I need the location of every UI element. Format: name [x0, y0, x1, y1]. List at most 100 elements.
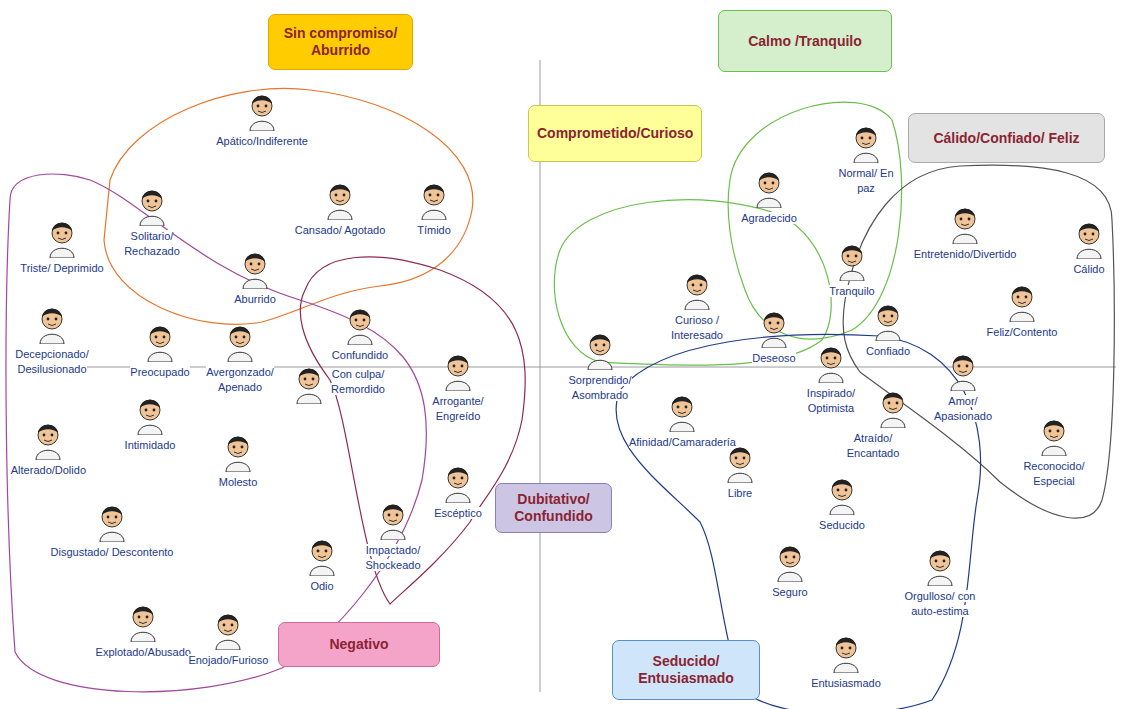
emotion-label: Seguro — [772, 586, 807, 598]
emotion-label-slot: Entusiasmado — [806, 675, 886, 690]
emotion-label: Curioso / Interesado — [671, 314, 723, 341]
group-heading: Negativo — [278, 622, 440, 667]
emotion-label-slot: Preocupado — [125, 364, 195, 379]
heading-text-group: Cálido/Confiado/ Feliz — [933, 130, 1079, 147]
emotion-label-slot: Arrogante/ Engreído — [423, 393, 493, 423]
group-heading: Cálido/Confiado/ Feliz — [908, 113, 1105, 163]
emotion-label-slot: Seguro — [765, 584, 815, 599]
emotion-label: Molesto — [219, 476, 258, 488]
emotion-label-slot: Afinidad/Camaradería — [628, 434, 736, 449]
emotion-label: Explotado/Abusado — [96, 646, 191, 658]
emotion-label: Odio — [310, 580, 333, 592]
heading-text-group: Dubitativo/ Confundido — [504, 491, 603, 525]
emotion-label-slot: Escéptico — [428, 505, 488, 520]
emotion-label: Agradecido — [741, 212, 797, 224]
emotion-label-slot: Confiado — [858, 343, 918, 358]
emotion-label-slot: Feliz/Contento — [987, 324, 1058, 339]
group-heading: Comprometido/Curioso — [528, 105, 702, 162]
emotion-label-slot: Reconocido/ Especial — [1019, 458, 1089, 488]
emotion-label-slot: Molesto — [208, 474, 268, 489]
emotion-label-slot: Solitario/ Rechazado — [117, 228, 187, 258]
emotion-label: Preocupado — [130, 366, 189, 378]
emotion-label: Alterado/Dolido — [11, 464, 86, 476]
emotion-label: Entusiasmado — [811, 677, 881, 689]
heading-text-group: Comprometido/Curioso — [537, 125, 693, 142]
emotion-label: Libre — [728, 487, 752, 499]
group-heading-text: Sin compromiso/ Aburrido — [277, 25, 404, 59]
emotion-label-slot: Tímido — [409, 222, 459, 237]
emotion-label-slot: Explotado/Abusado — [95, 644, 191, 659]
group-heading: Dubitativo/ Confundido — [495, 483, 612, 533]
emotion-label: Sorprendido/ Asombrado — [569, 374, 632, 401]
heading-text-group: Seducido/ Entusiasmado — [621, 653, 751, 687]
heading-text-group: Negativo — [329, 636, 388, 653]
emotion-label-slot: Seducido — [812, 517, 872, 532]
group-outline — [843, 165, 1114, 518]
emotion-label: Deseoso — [752, 352, 795, 364]
emotion-label-slot: Sorprendido/ Asombrado — [555, 372, 645, 402]
emotion-label-slot: Confundido — [325, 347, 395, 362]
emotion-label-slot: Entretenido/Divertido — [914, 246, 1017, 261]
emotion-label-slot: Odio — [302, 578, 342, 593]
emotion-label-slot: Disgustado/ Descontento — [47, 544, 177, 559]
emotion-label-slot: Inspirado/ Optimista — [796, 385, 866, 415]
emotion-label-slot: Tranquilo — [822, 283, 882, 298]
emotion-label: Seducido — [819, 519, 865, 531]
emotion-label: Reconocido/ Especial — [1023, 460, 1084, 487]
emotion-label: Atraído/ Encantado — [847, 432, 900, 459]
emotion-label: Con culpa/ Remordido — [331, 368, 385, 395]
emotion-label-slot: Agradecido — [734, 210, 804, 225]
emotion-label: Impactado/ Shockeado — [365, 544, 420, 571]
emotion-label: Decepcionado/ Desilusionado — [15, 348, 88, 375]
emotion-label-slot: Apático/Indiferente — [216, 133, 308, 148]
emotion-label: Solitario/ Rechazado — [124, 230, 180, 257]
emotion-label: Afinidad/Camaradería — [629, 436, 736, 448]
emotion-label: Aburrido — [234, 293, 276, 305]
group-outline — [728, 102, 902, 339]
emotion-label-slot: Normal/ En paz — [838, 165, 894, 195]
emotion-label: Disgustado/ Descontento — [51, 546, 174, 558]
group-outline — [6, 174, 426, 692]
emotion-label: Entretenido/Divertido — [914, 248, 1017, 260]
emotion-label-slot: Libre — [720, 485, 760, 500]
emotion-label-slot: Decepcionado/ Desilusionado — [7, 346, 97, 376]
emotion-label-slot: Con culpa/ Remordido — [330, 366, 386, 396]
emotion-label-slot: Amor/ Apasionado — [928, 393, 998, 423]
emotion-label: Triste/ Deprimido — [20, 262, 103, 274]
emotion-label: Inspirado/ Optimista — [807, 387, 855, 414]
emotion-label-slot: Deseoso — [746, 350, 802, 365]
emotion-label-slot: Aburrido — [225, 291, 285, 306]
group-heading-text: Seducido/ Entusiasmado — [621, 653, 751, 687]
group-heading: Sin compromiso/ Aburrido — [268, 14, 413, 70]
emotion-label-slot: Impactado/ Shockeado — [358, 542, 428, 572]
group-heading-text: Cálido/Confiado/ Feliz — [933, 130, 1079, 147]
emotion-label: Feliz/Contento — [987, 326, 1058, 338]
emotion-label: Amor/ Apasionado — [934, 395, 992, 422]
emotion-label: Confundido — [332, 349, 388, 361]
emotion-label-slot: Atraído/ Encantado — [838, 430, 908, 460]
emotion-label: Cansado/ Agotado — [295, 224, 386, 236]
emotion-label-slot: Triste/ Deprimido — [12, 260, 112, 275]
emotion-label: Avergonzado/ Apenado — [206, 366, 274, 393]
group-heading: Seducido/ Entusiasmado — [612, 640, 760, 700]
emotion-label-slot: Avergonzado/ Apenado — [190, 364, 290, 394]
emotion-label: Tímido — [417, 224, 451, 236]
emotion-label-slot: Alterado/Dolido — [10, 462, 86, 477]
group-heading: Calmo /Tranquilo — [718, 10, 892, 72]
emotion-label: Enojado/Furioso — [188, 654, 268, 666]
emotion-label: Apático/Indiferente — [216, 135, 308, 147]
cartoon-figures — [36, 96, 1101, 673]
emotion-label-slot: Intimidado — [115, 437, 185, 452]
emotion-label-slot: Cálido — [1064, 261, 1114, 276]
emotion-label: Tranquilo — [829, 285, 874, 297]
emotion-label: Arrogante/ Engreído — [432, 395, 483, 422]
group-heading-text: Comprometido/Curioso — [537, 125, 693, 142]
emotion-label: Confiado — [866, 345, 910, 357]
emotion-label: Orgulloso/ con auto-estima — [905, 590, 976, 617]
emotion-label-slot: Curioso / Interesado — [662, 312, 732, 342]
group-heading-text: Calmo /Tranquilo — [748, 33, 862, 50]
emotion-label-slot: Enojado/Furioso — [188, 652, 269, 667]
emotion-label: Intimidado — [125, 439, 176, 451]
heading-text-group: Sin compromiso/ Aburrido — [277, 25, 404, 59]
